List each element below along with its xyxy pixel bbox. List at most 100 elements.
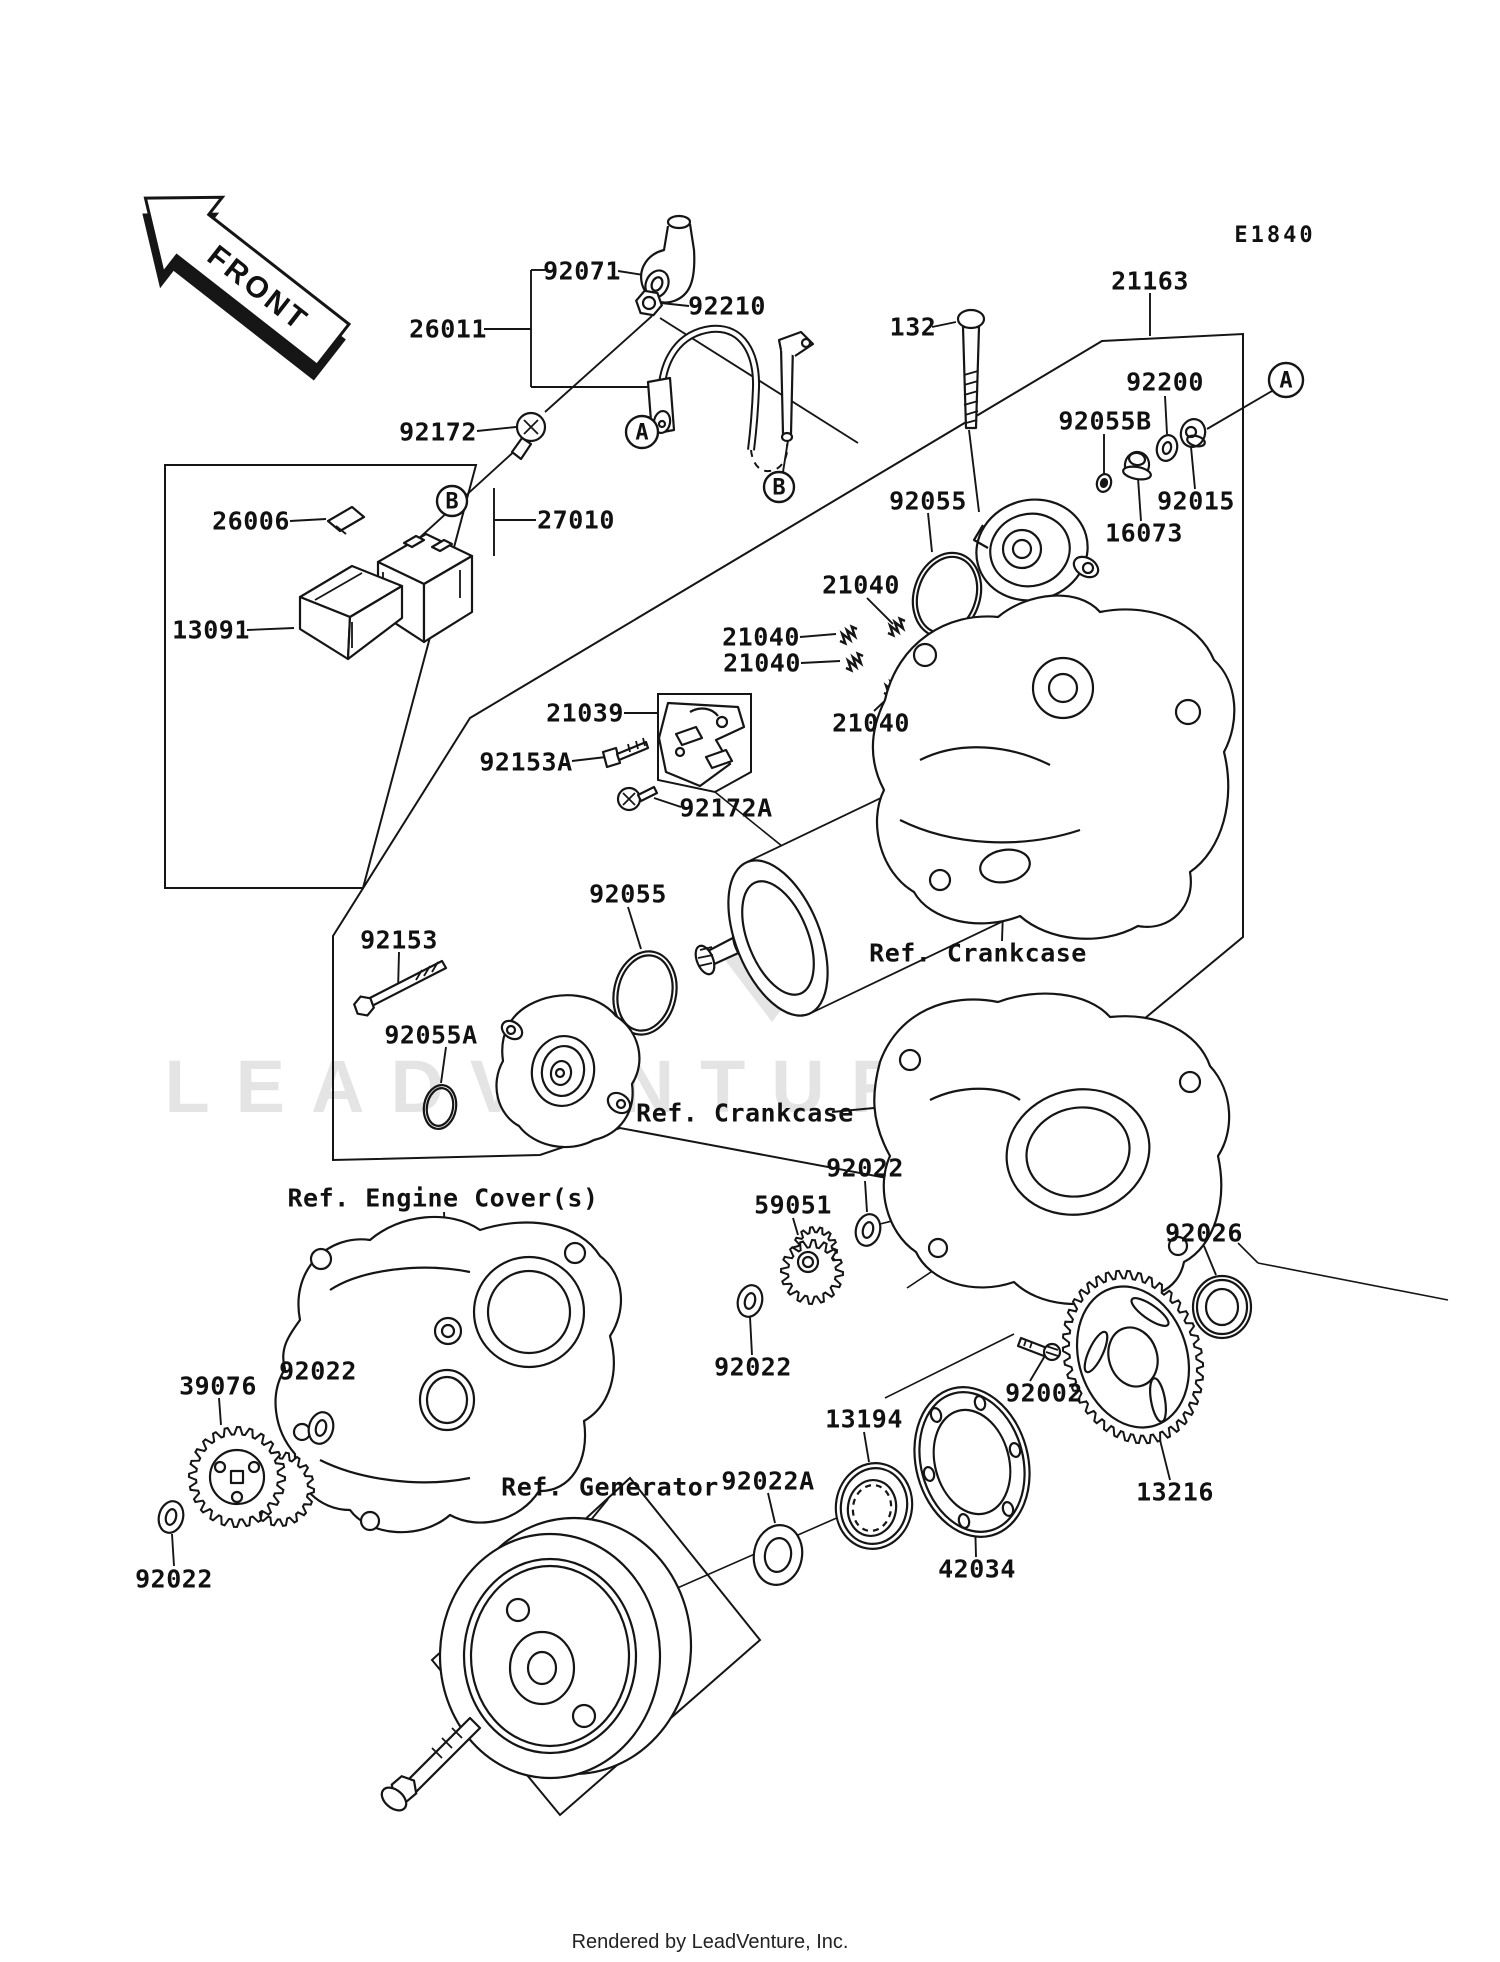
part-number-label[interactable]: 42034 bbox=[938, 1555, 1016, 1584]
part-number-label[interactable]: 21040 bbox=[722, 623, 800, 652]
screw-92172A bbox=[616, 785, 659, 812]
battery-cable-26011 bbox=[646, 324, 815, 451]
part-number-label[interactable]: 21040 bbox=[832, 709, 910, 738]
part-number-label[interactable]: 132 bbox=[890, 313, 937, 342]
starter-end-bracket-21163 bbox=[972, 498, 1100, 602]
part-number-label[interactable]: 26006 bbox=[212, 507, 290, 536]
leader-line bbox=[218, 1397, 222, 1426]
leader-line bbox=[544, 315, 653, 413]
diagram-code: E1840 bbox=[1234, 223, 1315, 248]
part-number-label[interactable]: 92055 bbox=[589, 880, 667, 909]
part-number-label[interactable]: 16073 bbox=[1105, 519, 1183, 548]
leader-line bbox=[800, 660, 841, 664]
washer-92022-b bbox=[736, 1284, 764, 1318]
leader-line bbox=[1029, 1353, 1047, 1382]
assembly-line bbox=[884, 1333, 1015, 1399]
leader-line bbox=[1164, 395, 1168, 435]
svg-text:A: A bbox=[635, 421, 648, 446]
front-arrow-shape bbox=[142, 195, 352, 381]
part-number-label[interactable]: 13194 bbox=[825, 1405, 903, 1434]
assembly-line bbox=[1257, 1262, 1449, 1301]
leader-line bbox=[767, 1492, 776, 1524]
oring-92055-lower bbox=[612, 950, 678, 1036]
part-number-label[interactable]: 92071 bbox=[543, 257, 621, 286]
part-number-label[interactable]: 13216 bbox=[1136, 1478, 1214, 1507]
part-number-label[interactable]: 92022 bbox=[714, 1353, 792, 1382]
leader-line bbox=[246, 627, 295, 631]
leader-line bbox=[627, 906, 642, 950]
reference-label: Ref. Crankcase bbox=[869, 939, 1087, 968]
part-number-label[interactable]: 21040 bbox=[822, 571, 900, 600]
part-number-label[interactable]: 92055A bbox=[384, 1021, 477, 1050]
part-number-label[interactable]: 92055B bbox=[1058, 407, 1151, 436]
reference-label: Ref. Crankcase bbox=[636, 1099, 854, 1128]
leader-line bbox=[571, 756, 607, 762]
leader-line bbox=[799, 633, 837, 638]
damper-pad-26006 bbox=[326, 505, 366, 535]
part-number-label[interactable]: 92153 bbox=[360, 926, 438, 955]
dashed-cable-line bbox=[750, 443, 789, 473]
part-number-label[interactable]: 39076 bbox=[179, 1372, 257, 1401]
brush-holder-21039 bbox=[657, 701, 746, 788]
part-number-label[interactable]: 27010 bbox=[537, 506, 615, 535]
washer-92022A bbox=[752, 1524, 804, 1586]
part-number-label[interactable]: 92200 bbox=[1126, 368, 1204, 397]
brush-holder-box bbox=[657, 693, 752, 794]
part-number-label[interactable]: 21039 bbox=[546, 699, 624, 728]
part-number-label[interactable]: 92022 bbox=[279, 1357, 357, 1386]
leader-line bbox=[864, 1180, 868, 1213]
leader-line bbox=[863, 1431, 870, 1463]
leader-line bbox=[171, 1533, 175, 1567]
footer-credit: Rendered by LeadVenture, Inc. bbox=[572, 1931, 849, 1953]
crankcase-upper bbox=[871, 594, 1236, 940]
assembly-line bbox=[1237, 1242, 1259, 1264]
brush-spring-21040 bbox=[845, 651, 864, 673]
part-number-label[interactable]: 92153A bbox=[479, 748, 572, 777]
callout-b: B bbox=[435, 484, 469, 518]
leader-line bbox=[1137, 477, 1142, 522]
leader-line bbox=[1206, 390, 1273, 430]
washer-92200 bbox=[1155, 434, 1179, 462]
oneway-clutch-13194 bbox=[834, 1462, 914, 1550]
part-number-label[interactable]: 92172 bbox=[399, 418, 477, 447]
part-number-label[interactable]: 92022 bbox=[826, 1154, 904, 1183]
callout-a: A bbox=[1267, 361, 1305, 399]
part-number-label[interactable]: 92026 bbox=[1165, 1219, 1243, 1248]
nut-92210 bbox=[634, 289, 664, 317]
part-number-label[interactable]: 92022 bbox=[135, 1565, 213, 1594]
part-number-label[interactable]: 92210 bbox=[688, 292, 766, 321]
leader-line bbox=[931, 321, 957, 328]
idler-gear-59051 bbox=[779, 1225, 845, 1306]
engine-cover bbox=[274, 1215, 622, 1534]
reference-label: Ref. Generator bbox=[501, 1473, 719, 1502]
crankcase-lower bbox=[873, 992, 1231, 1306]
part-number-label[interactable]: 59051 bbox=[754, 1191, 832, 1220]
part-number-label[interactable]: 92022A bbox=[721, 1467, 814, 1496]
part-number-label[interactable]: 13091 bbox=[172, 616, 250, 645]
bolt-132 bbox=[956, 308, 986, 430]
leader-line bbox=[831, 1107, 875, 1113]
part-number-label[interactable]: 92055 bbox=[889, 487, 967, 516]
generator-bolt bbox=[380, 1716, 482, 1812]
part-number-label[interactable]: 92002 bbox=[1005, 1379, 1083, 1408]
oring-92055A bbox=[422, 1084, 458, 1130]
part-number-label[interactable]: 26011 bbox=[409, 315, 487, 344]
part-number-label[interactable]: 21040 bbox=[723, 649, 801, 678]
washer-92022-c bbox=[307, 1411, 335, 1445]
reference-label: Ref. Engine Cover(s) bbox=[287, 1184, 598, 1213]
part-number-label[interactable]: 92172A bbox=[679, 794, 772, 823]
leader-line bbox=[968, 429, 980, 513]
brush-spring-21040 bbox=[887, 616, 906, 638]
callout-a: A bbox=[624, 414, 660, 450]
washer-92022-a bbox=[854, 1213, 882, 1247]
leader-line bbox=[866, 597, 894, 625]
leader-line bbox=[792, 1217, 799, 1236]
part-number-label[interactable]: 92015 bbox=[1157, 487, 1235, 516]
leader-line bbox=[1190, 446, 1196, 490]
callout-b: B bbox=[762, 470, 796, 504]
oring-92055B bbox=[1095, 473, 1113, 493]
nut-92015 bbox=[1179, 418, 1207, 448]
part-number-label[interactable]: 21163 bbox=[1111, 267, 1189, 296]
